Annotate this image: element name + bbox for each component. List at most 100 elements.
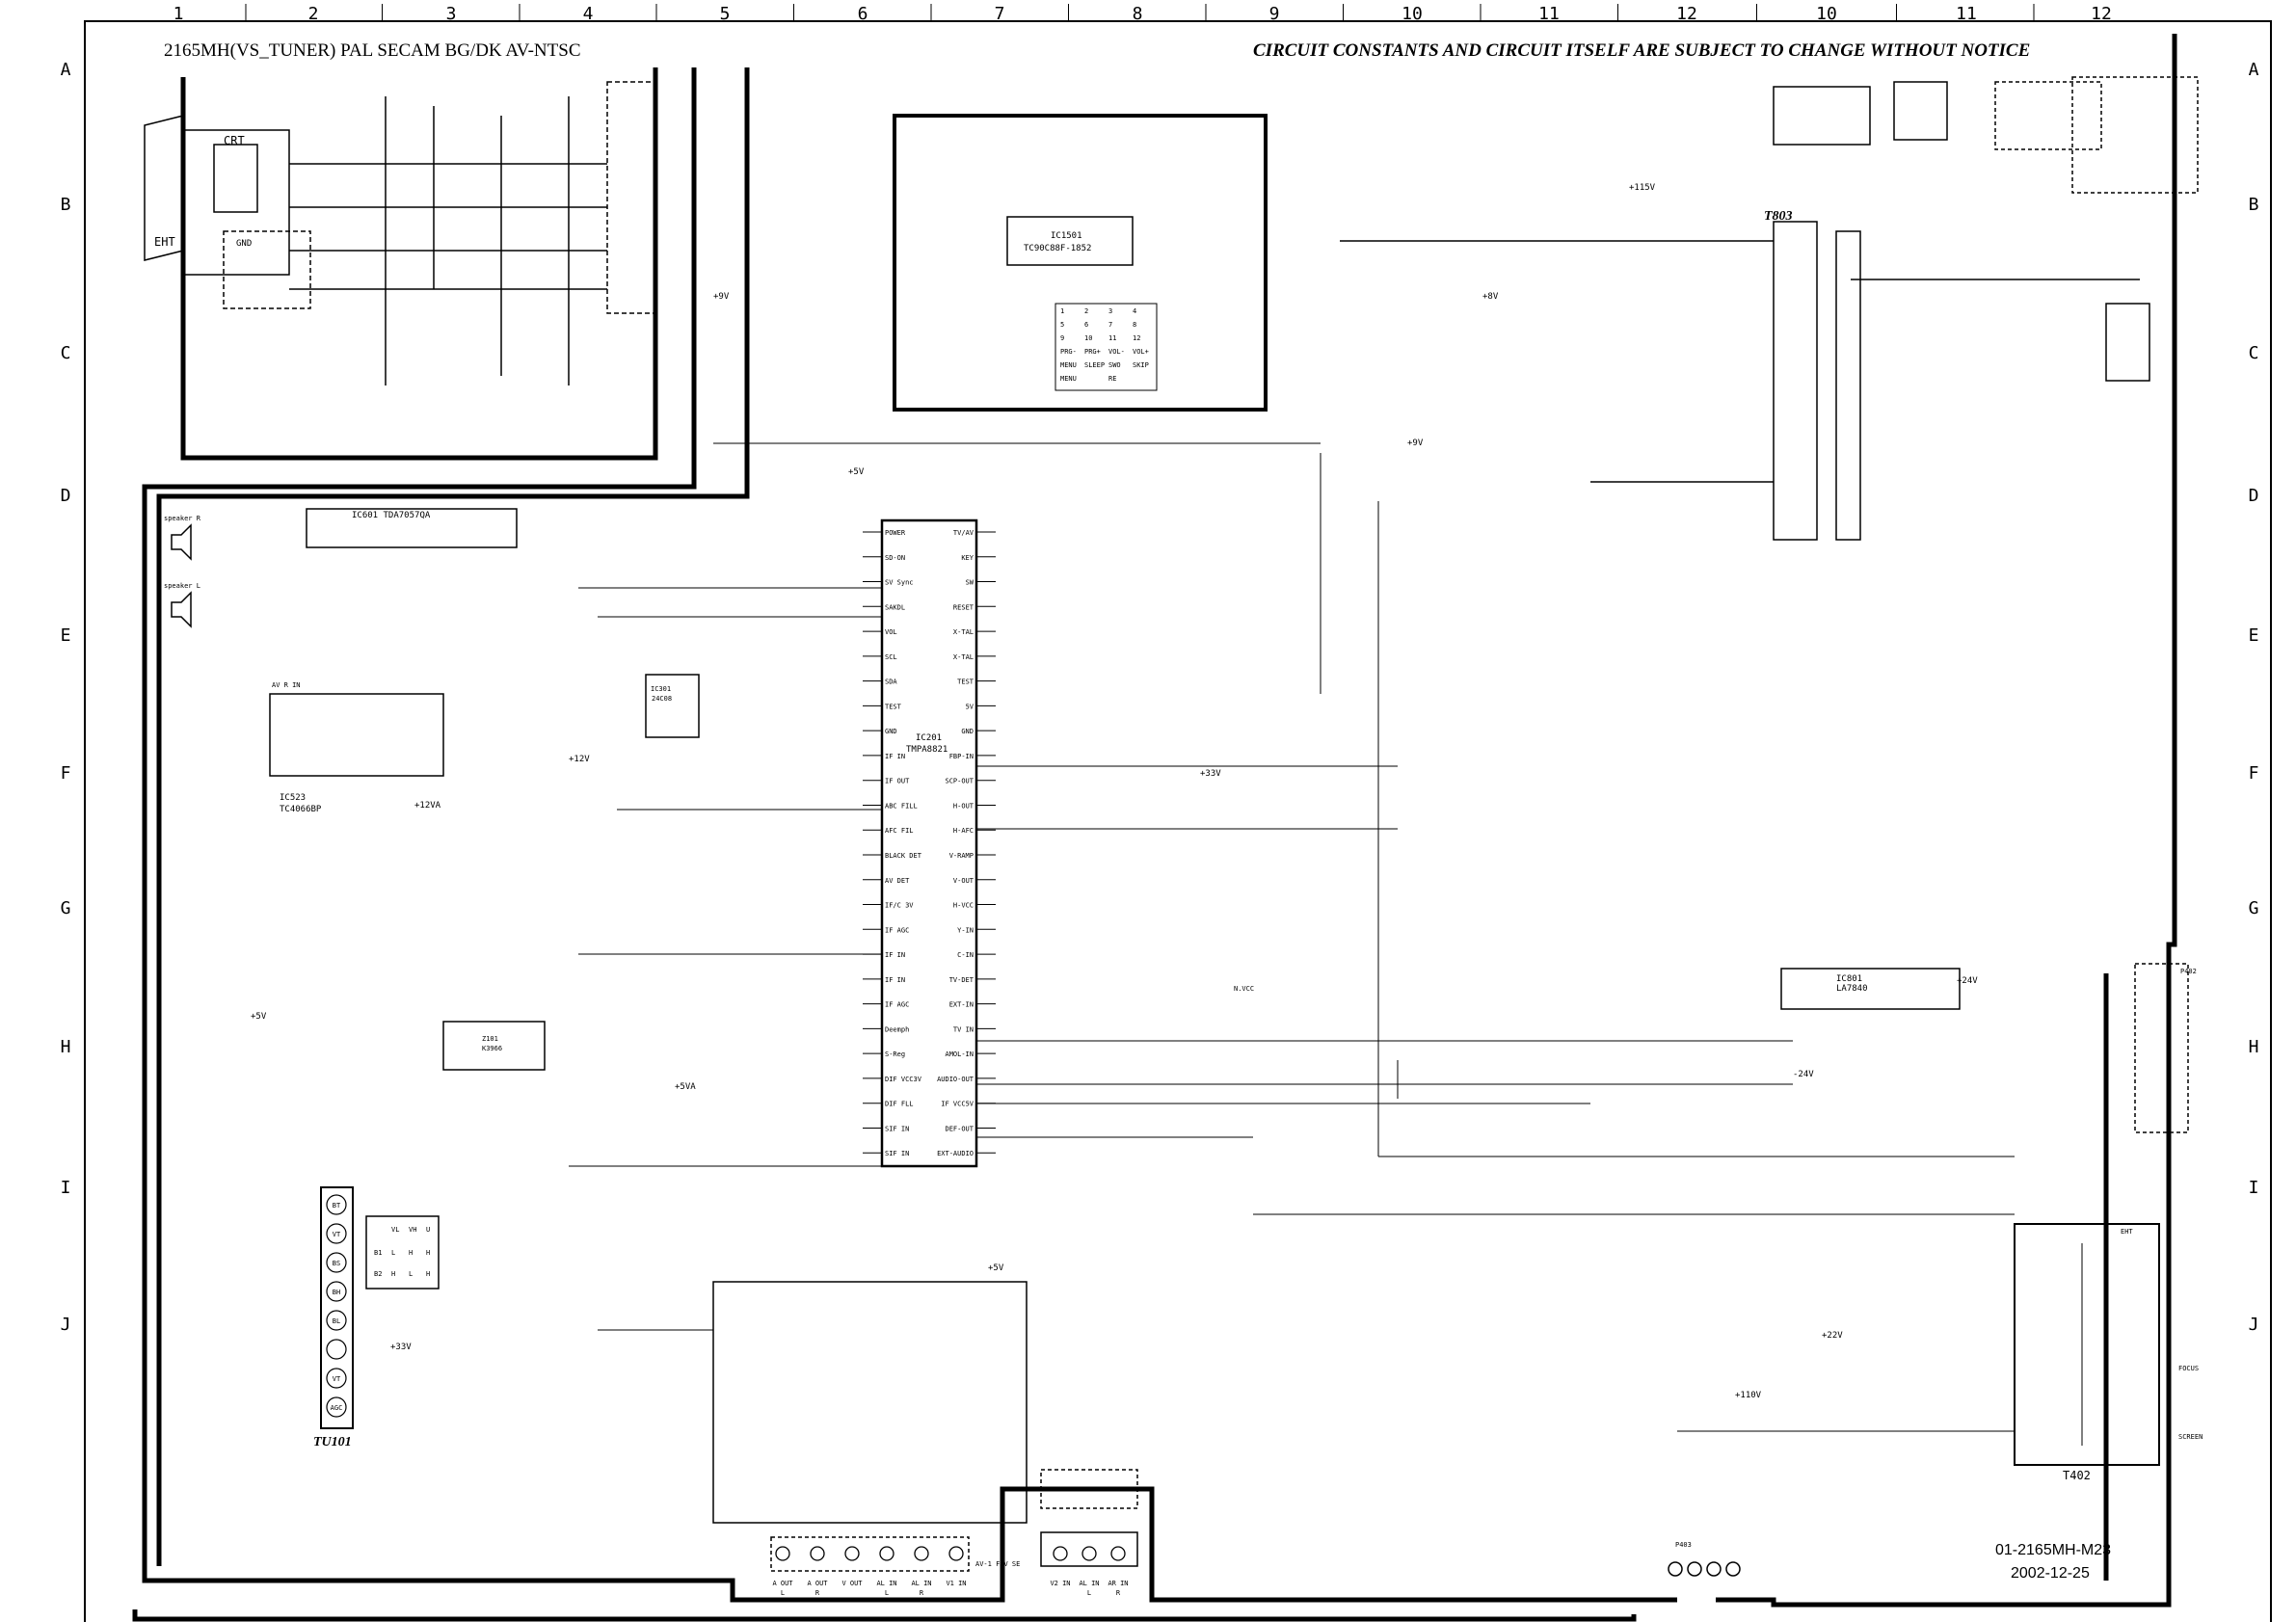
voltage-rail: +9V: [713, 292, 730, 302]
ic201-right-pin: IF VCC5V: [941, 1101, 974, 1108]
p602-jack-label: V2 IN: [1050, 1580, 1070, 1587]
ic201-right-pin: X-TAL: [953, 628, 974, 636]
p602-jack: [1053, 1546, 1068, 1561]
av-jack-area: [712, 1281, 1138, 1572]
ic201-right-pin: Y-IN: [957, 926, 974, 934]
voltage-rail: +5VA: [675, 1082, 696, 1092]
ic201-right-pin: H-VCC: [953, 902, 974, 910]
ic201-right-pin: 5V: [966, 703, 974, 710]
ic201-left-pin: SCL: [885, 653, 897, 661]
voltage-rail: +22V: [1822, 1331, 1843, 1341]
ic801-part: LA7840: [1836, 984, 1868, 994]
ic201-left-pin: AV DET: [885, 877, 910, 885]
ic201-left-pin: SIF IN: [885, 1125, 909, 1132]
ic201-left-pin: SAKDL: [885, 603, 905, 611]
signal-wires: [569, 442, 2015, 1432]
crt-section: [144, 81, 656, 386]
p601-jack-sub: L: [781, 1589, 785, 1597]
grid-row-right-E: E: [2249, 625, 2259, 646]
p601-jack-sub: R: [920, 1589, 924, 1597]
grid-row-right-F: F: [2249, 763, 2259, 784]
av-out-label: AV-1 FAV SE: [975, 1560, 1020, 1568]
ic1501-part: TC90C88F-1852: [1024, 244, 1091, 253]
model-title: 2165MH(VS_TUNER) PAL SECAM BG/DK AV-NTSC: [164, 40, 581, 61]
osd-table-cell: 2: [1084, 307, 1088, 315]
t402-flyback: [2014, 1223, 2160, 1466]
ic301-label: IC301: [651, 685, 671, 693]
ic201-right-pins: TV/AVKEYSWRESETX-TALX-TALTEST5VGNDFBP-IN…: [937, 529, 996, 1157]
tuner-pin: [326, 1396, 347, 1418]
tuner-pin-label: VT: [333, 1231, 341, 1238]
ic201-part: TMPA8821: [906, 745, 948, 755]
osd-table-cell: 3: [1108, 307, 1112, 315]
p602-jack-sub: R: [1116, 1589, 1121, 1597]
ic801-box: [1780, 963, 2189, 1133]
eht-right-label: EHT: [2121, 1228, 2133, 1236]
osd-ic1501-box: [893, 114, 1268, 412]
osd-table-cell: 12: [1133, 334, 1140, 342]
speaker-r-label: speaker R: [164, 515, 201, 522]
grid-col-2: 2: [308, 4, 319, 24]
z101-label: Z101: [482, 1035, 498, 1043]
grid-row-right-D: D: [2249, 486, 2259, 506]
z101-part: K3966: [482, 1045, 502, 1052]
ic201-left-pin: POWER: [885, 529, 906, 537]
band-table-cell: L: [409, 1270, 413, 1278]
ic523-part: TC4066BP: [280, 805, 322, 814]
nvcc-label: N.VCC: [1234, 985, 1254, 993]
grid-col-1: 1: [174, 4, 184, 24]
p601-jack-label: A OUT: [807, 1580, 828, 1587]
voltage-rail: +9V: [1407, 439, 1424, 448]
ic201-right-pin: EXT-AUDIO: [937, 1150, 974, 1157]
osd-table-cell: 4: [1133, 307, 1136, 315]
band-table-head: U: [426, 1226, 430, 1234]
tuner-pin: [326, 1310, 347, 1331]
osd-table-cell: VOL+: [1133, 348, 1149, 356]
osd-table-cell: 9: [1060, 334, 1064, 342]
ic201-left-pin: SIF IN: [885, 1150, 909, 1157]
ic201-left-pin: BLACK DET: [885, 852, 922, 860]
doc-number: 01-2165MH-M23: [1995, 1542, 2111, 1558]
p602-jack-sub: L: [1087, 1589, 1091, 1597]
ic201-left-pin: IF IN: [885, 753, 905, 760]
ic1501-label: IC1501: [1051, 231, 1082, 241]
ic201-right-pin: V-RAMP: [949, 852, 974, 860]
ic201-left-pin: IF AGC: [885, 926, 909, 934]
band-table-head: VH: [409, 1226, 416, 1234]
band-table-head: VL: [391, 1226, 399, 1234]
grid-row-left-I: I: [61, 1178, 71, 1198]
t402-label: T402: [2063, 1469, 2091, 1482]
voltage-rail: +24V: [1957, 976, 1978, 986]
p601-jack: [948, 1546, 964, 1561]
ic201-right-pin: X-TAL: [953, 653, 974, 661]
grid-row-left-C: C: [61, 343, 71, 363]
osd-table-cell: 1: [1060, 307, 1064, 315]
p601-jack-label: AL IN: [876, 1580, 896, 1587]
grid-row-left-H: H: [61, 1037, 71, 1057]
ic201-right-pin: RESET: [953, 603, 974, 611]
grid-col-15: 12: [2091, 4, 2112, 24]
power-section: [1340, 76, 2199, 541]
ic201-left-pin: SD-ON: [885, 554, 905, 562]
grid-col-6: 6: [858, 4, 868, 24]
ic201-right-pin: H-AFC: [953, 827, 974, 835]
grid-row-right-J: J: [2249, 1315, 2259, 1335]
p602-jack: [1110, 1546, 1126, 1561]
av-r-in-label: AV R IN: [272, 681, 301, 689]
voltage-rail: +12V: [569, 755, 590, 764]
grid-col-8: 8: [1133, 4, 1143, 24]
tuner-pin-label: VT: [333, 1375, 341, 1383]
tuner-pin: [326, 1252, 347, 1273]
grid-row-right-H: H: [2249, 1037, 2259, 1057]
grid-col-4: 4: [583, 4, 594, 24]
ic201-right-pin: TV IN: [953, 1025, 974, 1033]
osd-table-cell: SWO: [1108, 361, 1121, 369]
drawing-frame: [84, 20, 2272, 1622]
ic201-right-pin: EXT-IN: [949, 1001, 974, 1009]
voltage-rail: +12VA: [414, 801, 441, 811]
speaker-icons: [171, 523, 192, 628]
